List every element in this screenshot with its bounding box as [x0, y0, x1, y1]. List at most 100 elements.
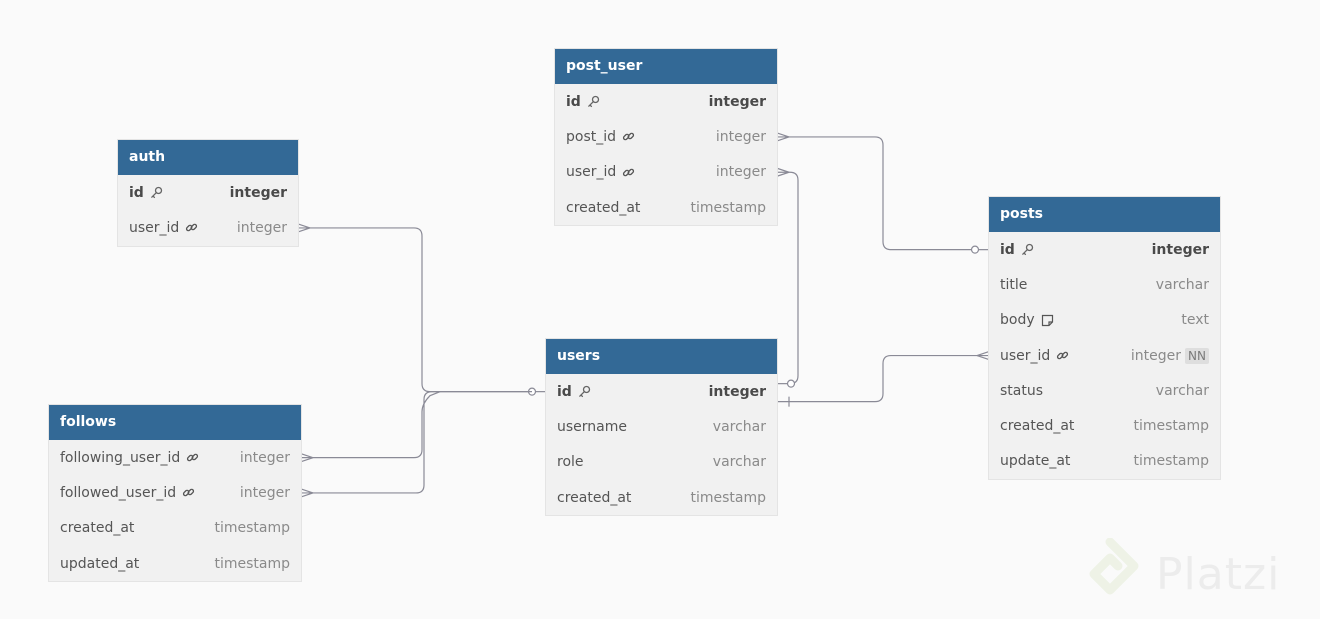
- field-type: timestamp: [214, 555, 290, 572]
- field-row[interactable]: created_at timestamp: [989, 408, 1220, 443]
- field-type: timestamp: [1133, 453, 1209, 470]
- field-name: username: [557, 418, 627, 435]
- field-name: created_at: [566, 199, 641, 216]
- field-name-wrap: created_at: [60, 520, 214, 536]
- link-icon: [182, 486, 195, 499]
- key-icon: [578, 385, 591, 398]
- table-title[interactable]: follows: [49, 405, 301, 440]
- crows-foot-many-marker: [776, 132, 790, 142]
- field-type: integer: [708, 383, 766, 400]
- field-type: integer: [239, 484, 290, 501]
- field-name: user_id: [566, 164, 617, 181]
- link-icon: [622, 166, 635, 179]
- field-name: id: [1000, 241, 1015, 258]
- platzi-logo-icon: [1089, 538, 1139, 595]
- field-type: timestamp: [690, 199, 766, 216]
- zero-one-marker: [970, 245, 980, 254]
- link-icon: [1056, 349, 1069, 362]
- field-name-wrap: user_id: [566, 164, 716, 180]
- field-name: created_at: [557, 489, 632, 506]
- field-type: timestamp: [1133, 418, 1209, 435]
- field-type: integer: [708, 93, 766, 110]
- field-type: integer: [229, 184, 287, 201]
- table-title[interactable]: posts: [989, 197, 1220, 232]
- field-name: created_at: [60, 520, 135, 537]
- field-type: integer: [715, 128, 766, 145]
- field-type: varchar: [1155, 382, 1209, 399]
- relationship-followed-users: [301, 391, 532, 494]
- crows-foot-many-marker: [300, 453, 314, 463]
- field-type: integer: [715, 164, 766, 181]
- crows-foot-many-marker: [300, 488, 314, 498]
- field-name: id: [129, 184, 144, 201]
- field-name-wrap: update_at: [1000, 453, 1133, 469]
- field-name-wrap: user_id: [129, 220, 237, 236]
- table-title[interactable]: users: [546, 339, 777, 374]
- link-icon: [622, 130, 635, 143]
- field-row[interactable]: update_at timestamp: [989, 444, 1220, 479]
- field-name: user_id: [129, 219, 180, 236]
- link-icon: [185, 221, 198, 234]
- field-name: updated_at: [60, 555, 140, 572]
- field-name-wrap: created_at: [566, 200, 690, 216]
- field-name-wrap: id: [557, 384, 709, 400]
- field-name: id: [557, 383, 572, 400]
- field-name: following_user_id: [60, 449, 181, 466]
- field-type: integer: [1151, 241, 1209, 258]
- table-title[interactable]: auth: [118, 140, 298, 175]
- field-name: update_at: [1000, 453, 1071, 470]
- field-name-wrap: username: [557, 419, 713, 435]
- watermark-text: Platzi: [1156, 548, 1281, 600]
- field-row[interactable]: body text: [989, 303, 1220, 338]
- field-name: body: [1000, 312, 1035, 329]
- field-name-wrap: id: [1000, 242, 1152, 258]
- field-row[interactable]: followed_user_id integer: [49, 475, 301, 510]
- crows-foot-many-marker: [776, 167, 790, 177]
- field-type: integer: [239, 449, 290, 466]
- field-name-wrap: post_id: [566, 129, 716, 145]
- field-name-wrap: created_at: [557, 490, 690, 506]
- crows-foot-many-marker: [976, 350, 990, 361]
- relationship-post-user-posts: [777, 136, 975, 251]
- field-row[interactable]: updated_at timestamp: [49, 546, 301, 581]
- field-row[interactable]: id integer: [118, 175, 298, 210]
- field-name: followed_user_id: [60, 484, 177, 501]
- key-icon: [1021, 243, 1034, 256]
- field-name-wrap: user_id: [1000, 348, 1131, 364]
- field-type: integer: [1130, 347, 1182, 364]
- link-icon: [186, 451, 199, 464]
- field-type: text: [1181, 312, 1209, 329]
- note-icon: [1041, 314, 1054, 327]
- field-row[interactable]: id integer: [546, 374, 777, 409]
- key-icon: [150, 186, 163, 199]
- field-name-wrap: role: [557, 454, 713, 470]
- field-row[interactable]: user_id integer: [555, 155, 777, 190]
- table-title[interactable]: post_user: [555, 49, 777, 84]
- field-name-wrap: status: [1000, 383, 1156, 399]
- field-name: title: [1000, 276, 1028, 293]
- field-name-wrap: followed_user_id: [60, 485, 240, 501]
- field-name: created_at: [1000, 418, 1075, 435]
- field-row[interactable]: following_user_id integer: [49, 440, 301, 475]
- not-null-badge: NN: [1185, 347, 1209, 364]
- platzi-watermark: Platzi: [1086, 538, 1280, 610]
- field-row[interactable]: created_at timestamp: [555, 190, 777, 225]
- field-row[interactable]: id integer: [989, 232, 1220, 267]
- field-name: role: [557, 454, 584, 471]
